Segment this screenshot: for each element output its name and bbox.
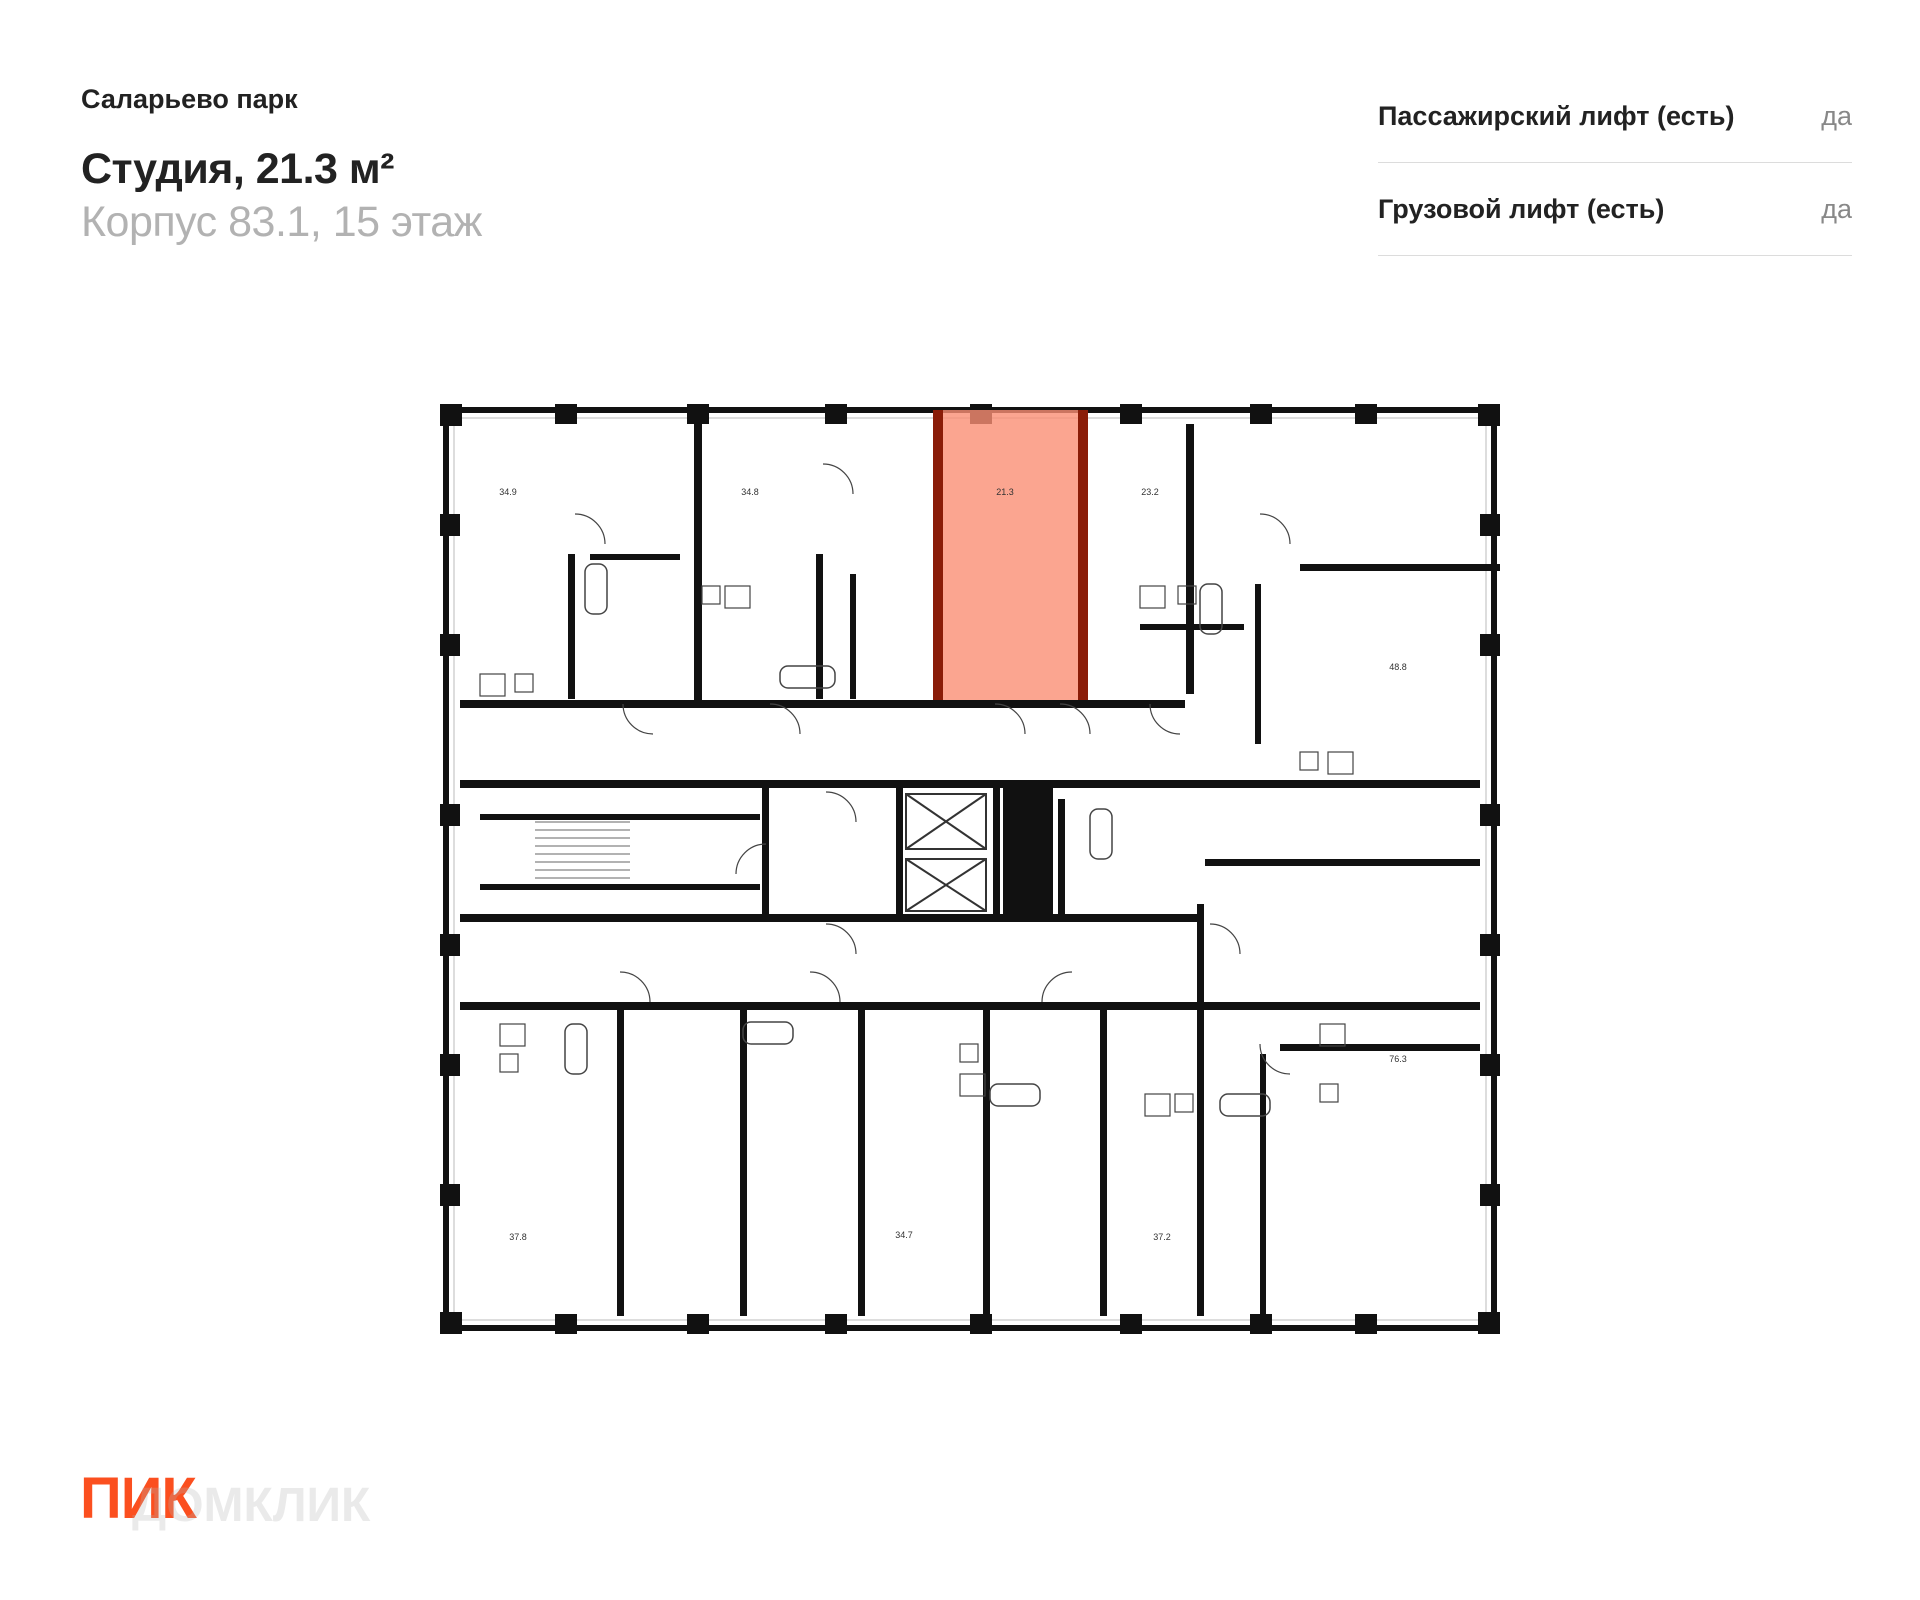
spec-label: Пассажирский лифт (есть): [1378, 100, 1735, 131]
interior-walls: [460, 424, 1500, 1316]
pillars: [440, 404, 1500, 1334]
highlight-wall-left: [933, 410, 943, 705]
area-labels: 34.9 34.8 21.3 23.2 48.8 76.3 37.8 34.7 …: [499, 487, 1407, 1242]
spec-row-passenger-lift: Пассажирский лифт (есть) да: [1378, 70, 1852, 163]
pik-logo: ПИК: [80, 1466, 197, 1531]
area-label: 34.9: [499, 487, 517, 497]
brand-logo: ДОМКЛИК ПИК: [80, 1466, 370, 1531]
area-label-highlighted: 21.3: [996, 487, 1014, 497]
floor-plan: 34.9 34.8 21.3 23.2 48.8 76.3 37.8 34.7 …: [440, 404, 1500, 1334]
area-label: 76.3: [1389, 1054, 1407, 1064]
watermark-text: ДОМКЛИК: [132, 1479, 371, 1532]
elevator-shafts: [905, 793, 987, 912]
area-label: 23.2: [1141, 487, 1159, 497]
spec-label: Грузовой лифт (есть): [1378, 193, 1665, 224]
spec-value: да: [1821, 193, 1852, 224]
page-title: Студия, 21.3 м²: [81, 145, 395, 193]
project-name: Саларьево парк: [81, 84, 298, 114]
kitchen-fixtures: [479, 585, 1354, 1117]
stairs: [535, 821, 630, 879]
area-label: 34.8: [741, 487, 759, 497]
area-label: 48.8: [1389, 662, 1407, 672]
area-label: 34.7: [895, 1230, 913, 1240]
header: Саларьево парк Студия, 21.3 м² Корпус 83…: [81, 84, 482, 247]
bathtubs: [564, 563, 1271, 1117]
page-subtitle: Корпус 83.1, 15 этаж: [81, 198, 482, 246]
spec-row-freight-lift: Грузовой лифт (есть) да: [1378, 163, 1852, 256]
spec-value: да: [1821, 100, 1852, 131]
specs-list: Пассажирский лифт (есть) да Грузовой лиф…: [1378, 70, 1852, 256]
highlighted-unit: [933, 410, 1088, 705]
doors: [574, 463, 1291, 1075]
area-label: 37.2: [1153, 1232, 1171, 1242]
area-label: 37.8: [509, 1232, 527, 1242]
highlight-wall-right: [1078, 410, 1088, 705]
